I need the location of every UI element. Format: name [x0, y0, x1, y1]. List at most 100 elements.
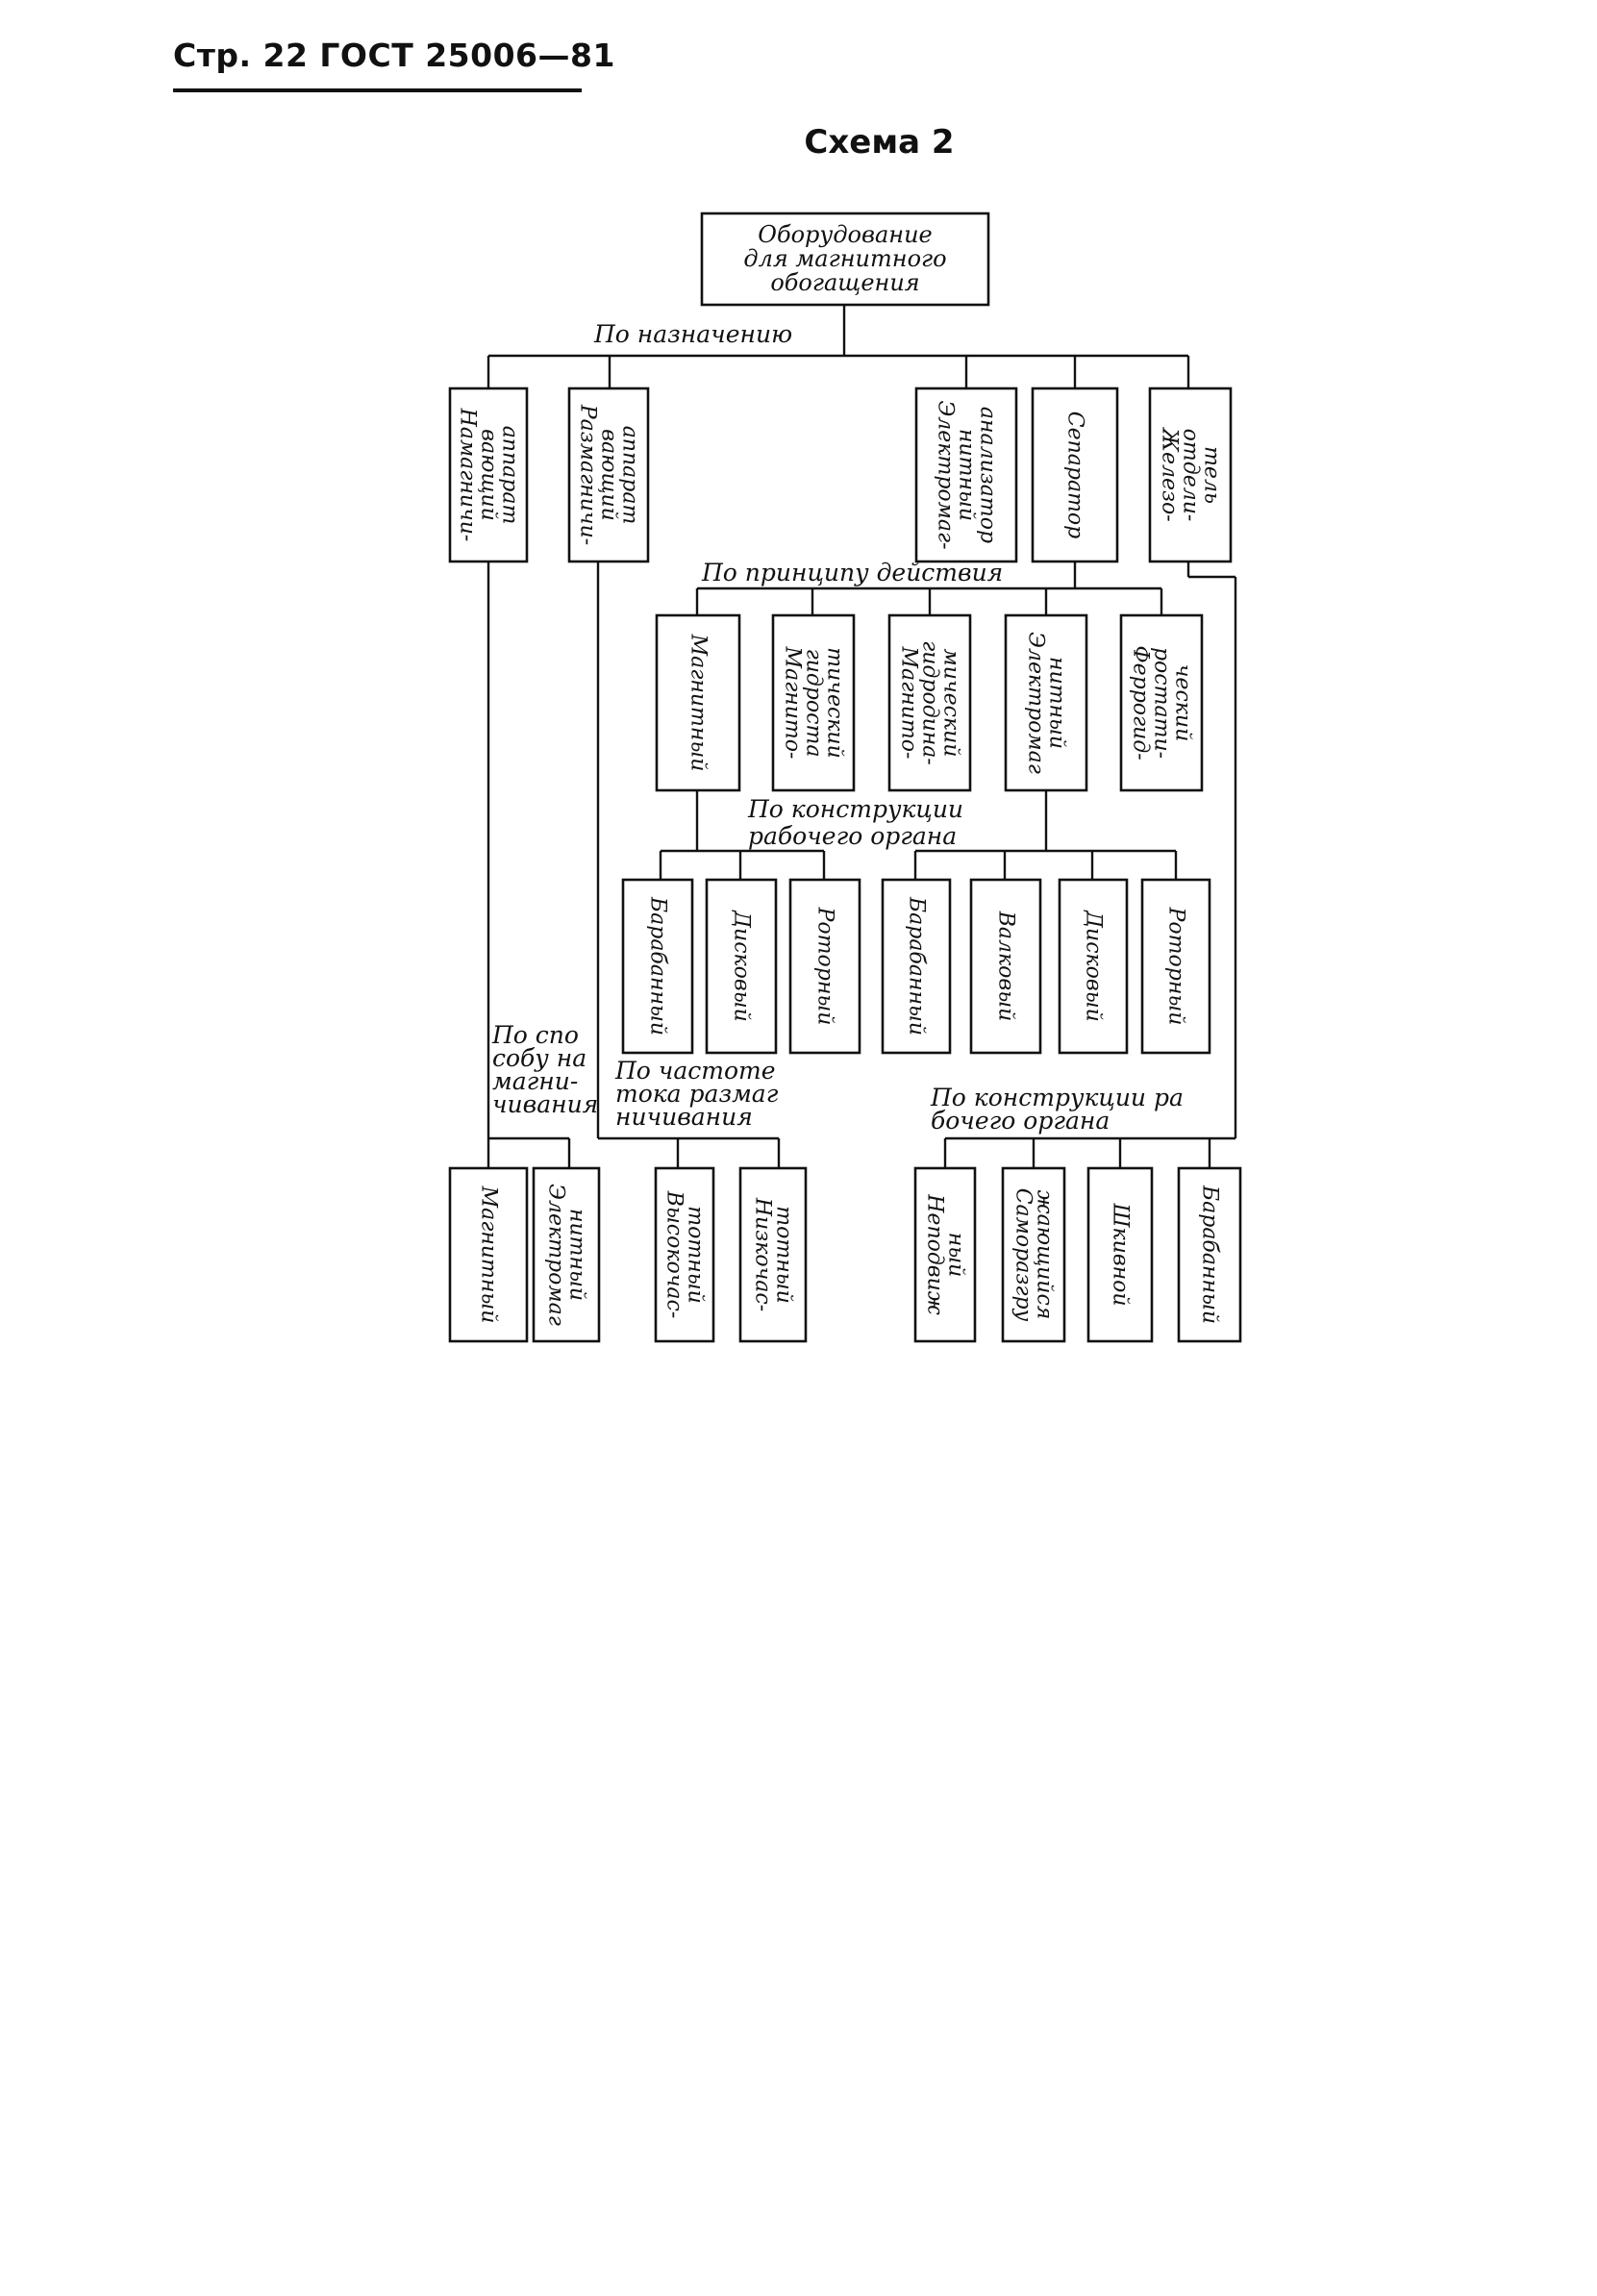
- level2-box-4-text: ческий: [1171, 664, 1195, 742]
- level4-box-6-text: Шкивной: [1109, 1202, 1133, 1306]
- level3-box-2-text: Роторный: [813, 907, 837, 1026]
- level4-box-5-text: жающийся: [1033, 1190, 1057, 1320]
- level3-box-2: Роторный: [788, 878, 861, 1055]
- level3-box-0-text: Барабанный: [646, 896, 670, 1036]
- label-by-frequency: ничивания: [615, 1103, 753, 1131]
- level4-box-4-frame: [913, 1166, 977, 1343]
- level2-box-2: Магнито-гидродина-мический: [887, 613, 972, 792]
- label-by-frequency: По частоте: [614, 1057, 776, 1085]
- level3-box-6: Роторный: [1140, 878, 1211, 1055]
- level1-box-3-text: Сепаратор: [1063, 412, 1087, 539]
- level2-box-1-text: тический: [823, 647, 847, 759]
- root-box-frame: [700, 212, 990, 307]
- label-by-principle: По принципу действия: [701, 559, 1003, 586]
- level1-box-4-text: тель: [1200, 446, 1224, 504]
- level1-box-4-text: отдели-: [1179, 429, 1203, 522]
- level3-box-3-text: Барабанный: [905, 896, 929, 1036]
- level4-box-7-text: Барабанный: [1198, 1185, 1222, 1324]
- level4-box-3-frame: [738, 1166, 808, 1343]
- level1-box-2-frame: [914, 387, 1018, 563]
- level4-box-3: Низкочас-тотный: [738, 1166, 808, 1343]
- level3-box-4-frame: [969, 878, 1042, 1055]
- level1-box-1-text: вающий: [597, 429, 621, 521]
- level4-box-1-text: Электромаг: [544, 1184, 568, 1326]
- branch-labels: По назначению По принципу действия По конс…: [491, 320, 1184, 1135]
- level4-box-4-text: ный: [944, 1233, 968, 1278]
- level2-box-4-text: ростати-: [1150, 647, 1174, 759]
- level4-box-2-frame: [654, 1166, 715, 1343]
- label-by-purpose: По назначению: [593, 320, 792, 348]
- level3-box-6-frame: [1140, 878, 1211, 1055]
- level1-box-0-frame: [448, 387, 529, 563]
- level3-box-4-text: Валковый: [994, 911, 1018, 1022]
- level1-box-1-text: Размагничи-: [576, 404, 600, 545]
- level2-box-0: Магнитный: [655, 613, 741, 792]
- level4-box-7: Барабанный: [1177, 1166, 1242, 1343]
- level3-box-0-frame: [621, 878, 694, 1055]
- level2-box-1-text: Магнито-: [781, 646, 805, 760]
- label-by-design-bottom: По конструкции ра: [930, 1084, 1184, 1111]
- connector-lines: [487, 305, 1237, 1168]
- level3-box-3: Барабанный: [881, 878, 952, 1055]
- level4-box-4-text: Неподвиж: [923, 1193, 947, 1315]
- level1-box-4-frame: [1148, 387, 1233, 563]
- level4-box-7-frame: [1177, 1166, 1242, 1343]
- root-box-text: для магнитного: [743, 245, 946, 272]
- level2-box-2-frame: [887, 613, 972, 792]
- level1-box-1-frame: [567, 387, 650, 563]
- level4-box-6: Шкивной: [1086, 1166, 1154, 1343]
- level1-box-2-text: Электромаг-: [934, 400, 958, 549]
- level3-box-5-text: Дисковый: [1082, 910, 1106, 1022]
- label-by-magnetization: собу на: [492, 1044, 586, 1072]
- label-by-design-top: рабочего органа: [748, 822, 957, 850]
- label-by-design-bottom: бочего органа: [931, 1107, 1110, 1135]
- level3-box-6-text: Роторный: [1164, 907, 1188, 1026]
- level1-box-2-text: анализатор: [976, 407, 1000, 543]
- level3-box-3-frame: [881, 878, 952, 1055]
- level2-box-0-text: Магнитный: [686, 634, 711, 772]
- level4-box-5-text: Саморазгру: [1011, 1188, 1036, 1322]
- level3-box-5-frame: [1058, 878, 1129, 1055]
- level1-box-0-text: вающий: [477, 429, 501, 521]
- level1-box-4: Железо-отдели-тель: [1148, 387, 1233, 563]
- level4-box-0-text: Магнитный: [477, 1185, 501, 1324]
- level2-box-2-text: Магнито-: [897, 646, 921, 760]
- level2-box-4: Феррогид-ростати-ческий: [1119, 613, 1204, 792]
- level2-box-3-text: нитный: [1045, 657, 1069, 749]
- level4-box-0: Магнитный: [448, 1166, 529, 1343]
- root-box-text: Оборудование: [758, 221, 932, 248]
- level2-box-1-frame: [771, 613, 856, 792]
- level4-box-2-text: Высокочас-: [662, 1190, 686, 1319]
- level1-box-2-text: нитный: [955, 429, 979, 521]
- level1-box-3-frame: [1031, 387, 1119, 563]
- label-by-design-top: По конструкции: [747, 795, 963, 823]
- level2-box-2-text: мический: [939, 649, 963, 758]
- header-rule: [173, 88, 582, 92]
- scheme-title: Схема 2: [804, 123, 955, 162]
- level4-box-2-text: тотный: [684, 1206, 708, 1304]
- level2-box-2-text: гидродина-: [918, 640, 942, 765]
- level2-box-1-text: гидроста: [802, 649, 826, 758]
- level1-box-3: Сепаратор: [1031, 387, 1119, 563]
- level2-box-0-frame: [655, 613, 741, 792]
- level4-box-3-text: тотный: [772, 1206, 796, 1304]
- level3-box-2-frame: [788, 878, 861, 1055]
- level3-box-0: Барабанный: [621, 878, 694, 1055]
- level4-box-0-frame: [448, 1166, 529, 1343]
- level3-box-5: Дисковый: [1058, 878, 1129, 1055]
- level1-box-0-text: Намагничи-: [456, 408, 480, 542]
- level4-box-1-text: нитный: [565, 1209, 589, 1301]
- level1-box-0-text: аппарат: [498, 426, 522, 525]
- level4-box-2: Высокочас-тотный: [654, 1166, 715, 1343]
- level2-box-4-text: Феррогид-: [1129, 645, 1153, 760]
